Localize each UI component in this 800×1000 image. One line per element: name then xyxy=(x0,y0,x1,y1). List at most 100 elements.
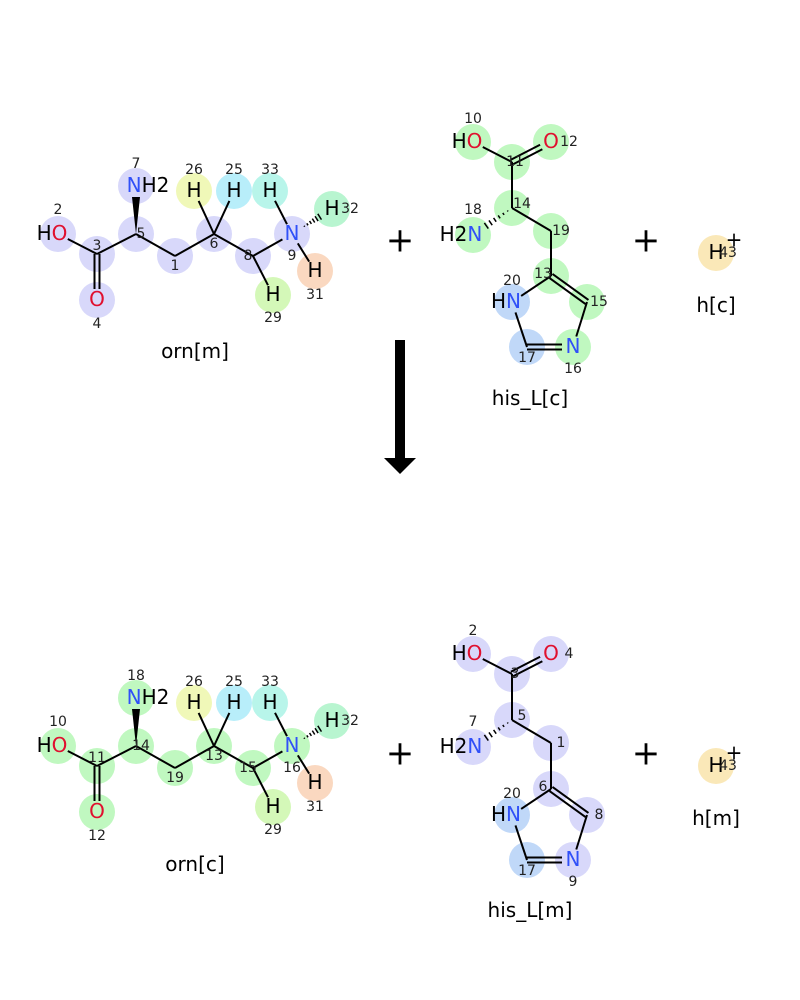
atom-highlight xyxy=(274,216,310,252)
atom-highlight xyxy=(255,789,291,825)
hash-bond xyxy=(311,218,316,223)
atom-number: 26 xyxy=(185,674,203,690)
single-bond xyxy=(575,814,588,850)
atom-label: H xyxy=(324,708,339,732)
molecule-name: h[c] xyxy=(696,293,735,317)
atom-label: H xyxy=(226,178,241,202)
single-bond xyxy=(197,200,215,235)
single-bond xyxy=(514,825,528,861)
atom-number: 6 xyxy=(539,779,548,795)
plus-sign: + xyxy=(632,221,661,261)
atom-highlight xyxy=(297,253,333,289)
atom-number: 1 xyxy=(171,258,180,274)
atom-highlight xyxy=(118,168,154,204)
atom-highlights xyxy=(698,235,734,271)
single-bond xyxy=(511,719,552,744)
atom-number: 13 xyxy=(205,748,223,764)
atom-label: N xyxy=(285,221,300,245)
atom-number: 9 xyxy=(288,248,297,264)
atom-number: 7 xyxy=(132,156,141,172)
plus-sign: + xyxy=(632,734,661,774)
single-bond xyxy=(96,745,137,767)
atom-number: 11 xyxy=(88,750,106,766)
atom-label: H xyxy=(708,240,723,264)
bonds xyxy=(67,709,323,801)
single-bond xyxy=(67,238,98,255)
atom-number: 17 xyxy=(518,350,536,366)
atom-highlights xyxy=(455,636,605,878)
atom-number: 12 xyxy=(560,134,578,150)
atom-number: 2 xyxy=(469,623,478,639)
atom-label: H xyxy=(226,690,241,714)
atom-number: 10 xyxy=(49,714,67,730)
hash-bond xyxy=(502,724,505,728)
atom-label: H xyxy=(186,178,201,202)
hash-bond xyxy=(306,734,309,738)
atom-highlight xyxy=(455,124,491,160)
single-bond xyxy=(96,233,137,255)
hash-bond xyxy=(492,729,497,735)
atom-highlight xyxy=(118,680,154,716)
single-bond xyxy=(213,745,254,769)
hash-bond xyxy=(488,732,493,738)
atom-highlight xyxy=(555,329,591,365)
single-bond xyxy=(575,301,588,337)
reaction-arrow xyxy=(384,340,416,474)
molecule-h-m: H+43h[m] xyxy=(692,741,742,831)
atom-highlight xyxy=(455,217,491,253)
atom-label: H xyxy=(262,178,277,202)
single-bond xyxy=(252,255,269,286)
single-bond xyxy=(197,712,215,747)
hash-bond xyxy=(502,212,505,216)
atom-label: H xyxy=(307,258,322,282)
atom-number: 29 xyxy=(264,822,282,838)
hash-bond xyxy=(317,725,323,733)
atom-number: 18 xyxy=(464,202,482,218)
molecule-name: his_L[c] xyxy=(492,386,568,410)
atom-highlight xyxy=(216,685,252,721)
single-bond xyxy=(296,242,311,263)
double-bond xyxy=(512,148,543,166)
atom-number: 5 xyxy=(518,708,527,724)
atom-highlight xyxy=(555,842,591,878)
atom-label: O xyxy=(543,641,559,665)
atom-number: 25 xyxy=(225,674,243,690)
atom-number: 29 xyxy=(264,310,282,326)
atom-number: 43 xyxy=(719,758,737,774)
atom-label: N xyxy=(566,334,581,358)
atom-highlight xyxy=(176,173,212,209)
molecule-name: orn[m] xyxy=(161,339,229,363)
wedge-bond xyxy=(132,709,140,746)
atom-number: 20 xyxy=(503,273,521,289)
hash-bond xyxy=(506,210,509,212)
hash-bond xyxy=(311,730,316,735)
atom-label: HO xyxy=(452,641,483,665)
atoms: H+43 xyxy=(708,228,742,264)
atom-highlight xyxy=(698,748,734,784)
atom-number: 19 xyxy=(166,770,184,786)
double-bond xyxy=(512,660,543,678)
atom-number: 5 xyxy=(137,226,146,242)
double-bond xyxy=(548,277,587,305)
molecule-name: orn[c] xyxy=(165,852,224,876)
single-bond xyxy=(135,233,176,257)
atom-number: 2 xyxy=(54,202,63,218)
atom-number: 11 xyxy=(506,154,524,170)
atom-number: 16 xyxy=(283,760,301,776)
atom-number: 31 xyxy=(306,287,324,303)
atom-label: HO xyxy=(37,221,68,245)
atom-highlight xyxy=(40,728,76,764)
atom-label: H xyxy=(265,282,280,306)
atom-highlight xyxy=(176,685,212,721)
hash-bond xyxy=(483,222,489,230)
atom-number: 43 xyxy=(719,245,737,261)
atom-number: 33 xyxy=(261,162,279,178)
atom-label: HN xyxy=(491,289,521,313)
atom-number: 10 xyxy=(464,111,482,127)
molecule-h-c: H+43 h[c] xyxy=(696,228,742,318)
single-bond xyxy=(514,312,528,348)
single-bond xyxy=(482,146,513,163)
hash-bond xyxy=(483,734,489,742)
single-bond xyxy=(520,275,552,297)
